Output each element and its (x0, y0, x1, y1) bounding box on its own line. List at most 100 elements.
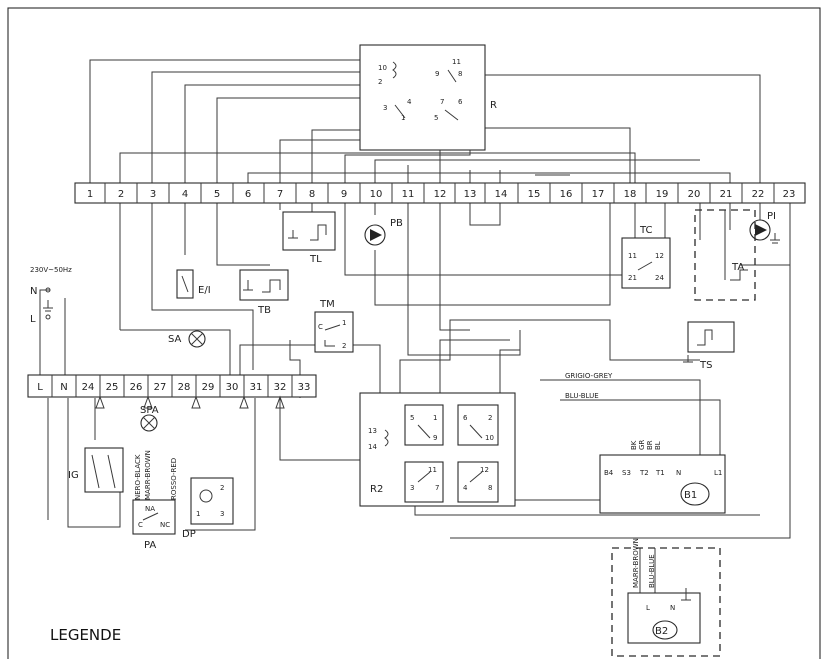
ground-icon (43, 300, 53, 312)
bottom-terminal-links (95, 395, 285, 409)
label-ei: E/I (198, 285, 211, 296)
supply-l-label: L (30, 314, 36, 325)
terminal-13: 13 (464, 189, 477, 200)
lamp-cross-icon (190, 332, 204, 346)
pa-box (132, 499, 176, 535)
terminal-19: 19 (656, 189, 669, 200)
wire-label-grey: GRIGIO-GREY (565, 372, 613, 380)
r2-pin-12: 12 (480, 466, 489, 474)
component-ta: TA (694, 209, 756, 301)
r-pin-9: 9 (435, 70, 439, 78)
terminal-3: 3 (150, 189, 156, 200)
component-b2: MARR-BROWN BLU-BLUE L N B2 (611, 538, 721, 657)
relay-r-box (359, 44, 486, 151)
terminal-16: 16 (560, 189, 573, 200)
b1-terminal-l1: L1 (714, 469, 722, 477)
b1-terminal-n: N (676, 469, 681, 477)
terminal-21: 21 (720, 189, 733, 200)
tm-pin-1: 1 (342, 319, 346, 327)
label-sa: SA (168, 334, 182, 345)
terminal-27: 27 (154, 382, 167, 393)
tm-contact-icon (324, 324, 341, 347)
r2-pin-4: 4 (463, 484, 468, 492)
r2-pin-14: 14 (368, 443, 377, 451)
tc-contact-icon (637, 261, 653, 271)
wire-label-red: ROSSO-RED (170, 458, 178, 500)
r2-pin-8: 8 (488, 484, 492, 492)
lamp-cross-icon (142, 416, 156, 430)
b1-terminal-b4: B4 (604, 469, 614, 477)
terminal-12: 12 (434, 189, 447, 200)
terminal-8: 8 (309, 189, 315, 200)
r2-contact-box (457, 461, 499, 503)
terminal-L: L (37, 382, 43, 393)
r-pin-3: 3 (383, 104, 387, 112)
terminal-28: 28 (178, 382, 191, 393)
power-supply: 230V~50Hz N L (30, 266, 72, 325)
b1-motor-icon (680, 482, 710, 506)
pump-pb: PB (364, 218, 403, 246)
b2-wire-brown: MARR-BROWN (632, 538, 640, 588)
terminal-N: N (60, 382, 67, 393)
tm-box (314, 311, 354, 353)
dp-pin-2: 2 (220, 484, 224, 492)
wire-label-brown: MARR-BROWN (144, 450, 152, 500)
terminal-4: 4 (182, 189, 188, 200)
r2-contact-box (404, 461, 444, 503)
label-b1: B1 (684, 490, 697, 501)
component-ts: TS (683, 321, 735, 371)
tm-pin-c: C (318, 323, 323, 331)
label-r2: R2 (370, 484, 383, 495)
b1-terminal-t1: T1 (655, 469, 665, 477)
label-tl: TL (309, 254, 322, 265)
thermostat-icon (243, 279, 281, 293)
tc-pin-12: 12 (655, 252, 664, 260)
b2-motor-icon (652, 620, 678, 640)
r-pin-6: 6 (458, 98, 463, 106)
pump-arrow-icon (755, 224, 767, 236)
label-ts: TS (699, 360, 712, 371)
terminal-14: 14 (495, 189, 508, 200)
pa-pin-c: C (138, 521, 143, 529)
component-ig: IG (68, 447, 124, 493)
terminal-17: 17 (592, 189, 605, 200)
terminal-1: 1 (87, 189, 93, 200)
terminal-33: 33 (298, 382, 311, 393)
lamp-spa: SPA (140, 405, 159, 432)
terminal-strip-top (74, 182, 806, 204)
label-b2: B2 (655, 626, 668, 637)
tc-pin-11: 11 (628, 252, 637, 260)
terminal-32: 32 (274, 382, 287, 393)
b2-wire-blue: BLU-BLUE (648, 554, 656, 588)
b2-terminal-n: N (670, 604, 675, 612)
r2-pin-11: 11 (428, 466, 437, 474)
terminal-31: 31 (250, 382, 263, 393)
label-dp: DP (182, 529, 196, 540)
relay-r2: 13 14 5 1 6 2 9 10 3 11 7 4 12 8 R2 (359, 392, 516, 507)
thermostat-icon (683, 329, 713, 363)
terminal-divider-lines (51, 375, 293, 397)
terminal-6: 6 (245, 189, 251, 200)
r-pin-10: 10 (378, 64, 387, 72)
wire-label-black: NERO-BLACK (134, 454, 142, 500)
terminal-23: 23 (783, 189, 796, 200)
label-tc: TC (639, 225, 653, 236)
r2-pin-5: 5 (410, 414, 414, 422)
component-tc: TC 11 12 21 24 (621, 225, 671, 289)
ts-box (687, 321, 735, 353)
b1-box (599, 454, 726, 514)
supply-voltage: 230V~50Hz (30, 266, 72, 274)
ground-icon (770, 233, 780, 244)
supply-l-terminal (45, 314, 51, 320)
terminal-2: 2 (118, 189, 124, 200)
r2-pin-7: 7 (435, 484, 439, 492)
coil-icon (384, 429, 389, 447)
terminal-20: 20 (688, 189, 701, 200)
terminal-block-top: 1 2 3 4 5 6 7 8 9 10 11 12 13 14 15 16 1… (74, 182, 806, 204)
r-pin-1: 1 (401, 114, 405, 122)
component-tl: TL (282, 211, 336, 265)
r2-pin-6: 6 (463, 414, 468, 422)
b1-wire-bl: BL (654, 441, 662, 450)
